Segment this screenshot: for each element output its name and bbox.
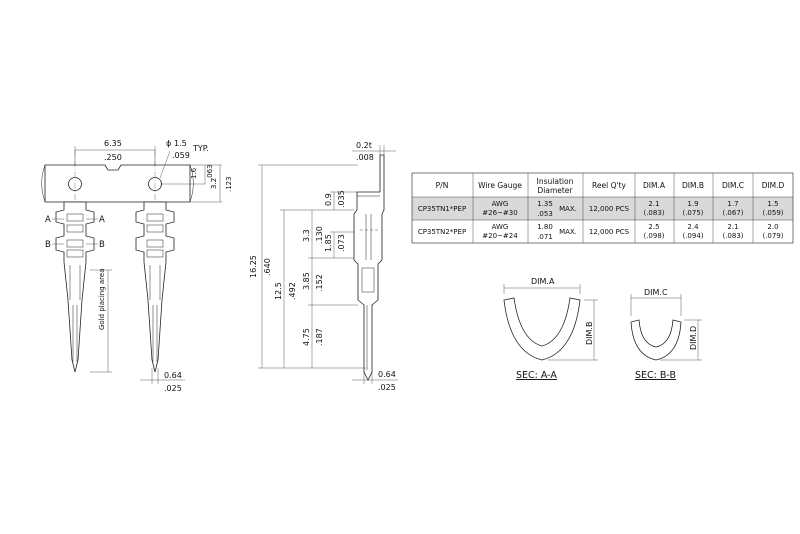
thickness-in: .008 — [356, 153, 374, 162]
carrier-strip — [44, 164, 191, 203]
cell-dim-c: 1.7 — [727, 200, 738, 208]
section-a-a: DIM.A DIM.B SEC: A-A — [503, 277, 598, 381]
header-dim-d: DIM.D — [762, 181, 785, 190]
side-profile — [353, 154, 385, 381]
d-185-mm: 1.85 — [324, 234, 333, 252]
sec-a-height-label: DIM.B — [585, 322, 594, 345]
side-view: 0.2t .008 16.25 .640 12.5 .492 4.75 .187… — [249, 141, 398, 392]
sec-b-title: SEC: B-B — [635, 370, 676, 381]
cell-gauge-1: AWG — [492, 200, 509, 208]
d-385-mm: 3.85 — [302, 272, 311, 290]
header-dim-c: DIM.C — [722, 181, 744, 190]
d-33-in: .130 — [315, 226, 324, 244]
cell-dim-a-in: (.083) — [643, 209, 664, 217]
terminal-right — [135, 201, 175, 373]
section-a-marker-left: A — [45, 215, 51, 225]
carrier-h1-mm: 1.6 — [190, 167, 198, 179]
cell-dim-d: 2.0 — [767, 223, 778, 231]
d-475-mm: 4.75 — [302, 328, 311, 346]
terminal-left — [55, 201, 95, 373]
section-b-marker-left: B — [45, 240, 51, 250]
overall-length-mm: 16.25 — [249, 255, 258, 278]
cell-max: MAX. — [559, 205, 577, 213]
cell-dim-c-in: (.083) — [722, 232, 743, 240]
section-b-b: DIM.C DIM.D SEC: B-B — [630, 288, 702, 381]
table-row-highlight — [412, 197, 793, 220]
cell-dim-c: 2.1 — [727, 223, 738, 231]
pin-width-in: .025 — [164, 384, 182, 393]
spec-table: P/N Wire Gauge Insulation Diameter Reel … — [411, 172, 794, 244]
pitch-mm: 6.35 — [104, 139, 122, 148]
header-pn: P/N — [436, 181, 449, 190]
cell-dim-a-in: (.098) — [643, 232, 664, 240]
side-pin-width-mm: 0.64 — [378, 370, 396, 379]
sec-b-height-label: DIM.D — [689, 326, 698, 350]
d-385-in: .152 — [315, 274, 324, 292]
d-09-mm: 0.9 — [324, 193, 333, 206]
overall-length-in: .640 — [263, 258, 272, 276]
cell-dim-b: 2.4 — [687, 223, 699, 231]
pin-width-mm: 0.64 — [164, 371, 182, 380]
cell-dim-a: 2.1 — [648, 200, 659, 208]
phi-icon: ϕ — [166, 139, 171, 148]
cell-ins-in: .053 — [537, 210, 553, 218]
carrier-h2-mm: 3.2 — [210, 178, 218, 189]
hole-diameter-mm: 1.5 — [174, 139, 187, 148]
carrier-h1-in: .063 — [206, 164, 214, 180]
cell-max: MAX. — [559, 228, 577, 236]
header-reel-qty: Reel Q'ty — [592, 181, 626, 190]
header-dim-a: DIM.A — [643, 181, 666, 190]
cell-dim-b-in: (.075) — [682, 209, 703, 217]
cell-dim-a: 2.5 — [648, 223, 659, 231]
side-pin-width-in: .025 — [378, 383, 396, 392]
d-33-mm: 3.3 — [302, 229, 311, 242]
cell-gauge-1: AWG — [492, 223, 509, 231]
cell-dim-c-in: (.067) — [722, 209, 743, 217]
sec-a-title: SEC: A-A — [516, 370, 557, 381]
cell-dim-b-in: (.094) — [682, 232, 703, 240]
header-insulation-line1: Insulation — [537, 177, 574, 186]
section-b-marker-right: B — [99, 240, 105, 250]
thickness-mm: 0.2t — [356, 141, 372, 150]
section-b-profile — [630, 319, 682, 361]
cell-gauge-2: #20~#24 — [482, 232, 518, 240]
cell-gauge-2: #26~#30 — [482, 209, 517, 217]
sec-a-width-label: DIM.A — [531, 277, 555, 286]
front-view: 6.35 .250 ϕ 1.5 .059 TYP. 1.6 .063 3.2 .… — [41, 139, 233, 393]
table-row: CP35TN2*PEP AWG #20~#24 1.80 .071 MAX. 1… — [418, 223, 784, 241]
header-dim-b: DIM.B — [682, 181, 704, 190]
cell-ins-mm: 1.35 — [537, 200, 553, 208]
d-185-in: .073 — [337, 234, 346, 252]
d-475-in: .187 — [315, 328, 324, 346]
cell-dim-d-in: (.079) — [762, 232, 783, 240]
cell-ins-in: .071 — [537, 233, 553, 241]
section-a-marker-right: A — [99, 215, 105, 225]
sec-b-width-label: DIM.C — [644, 288, 668, 297]
cell-dim-b: 1.9 — [687, 200, 698, 208]
cell-reel: 12,000 PCS — [589, 228, 630, 236]
cell-pn: CP35TN1*PEP — [418, 205, 466, 213]
cell-ins-mm: 1.80 — [537, 223, 553, 231]
cell-pn: CP35TN2*PEP — [418, 228, 466, 236]
header-wire-gauge: Wire Gauge — [478, 181, 522, 190]
d-125-mm: 12.5 — [274, 282, 283, 300]
pitch-in: .250 — [104, 153, 122, 162]
d-09-in: .035 — [337, 190, 346, 208]
hole-diameter-in: .059 — [172, 151, 190, 160]
section-a-profile — [503, 297, 581, 361]
cell-dim-d: 1.5 — [767, 200, 778, 208]
hole-typ-label: TYP. — [192, 144, 209, 153]
cell-dim-d-in: (.059) — [762, 209, 783, 217]
header-insulation-line2: Diameter — [537, 186, 573, 195]
gold-plating-label: Gold placing area — [98, 268, 106, 330]
table-row: CP35TN1*PEP AWG #26~#30 1.35 .053 MAX. 1… — [418, 200, 784, 218]
d-125-in: .492 — [288, 282, 297, 300]
carrier-h2-in: .123 — [225, 176, 233, 192]
cell-reel: 12,000 PCS — [589, 205, 630, 213]
